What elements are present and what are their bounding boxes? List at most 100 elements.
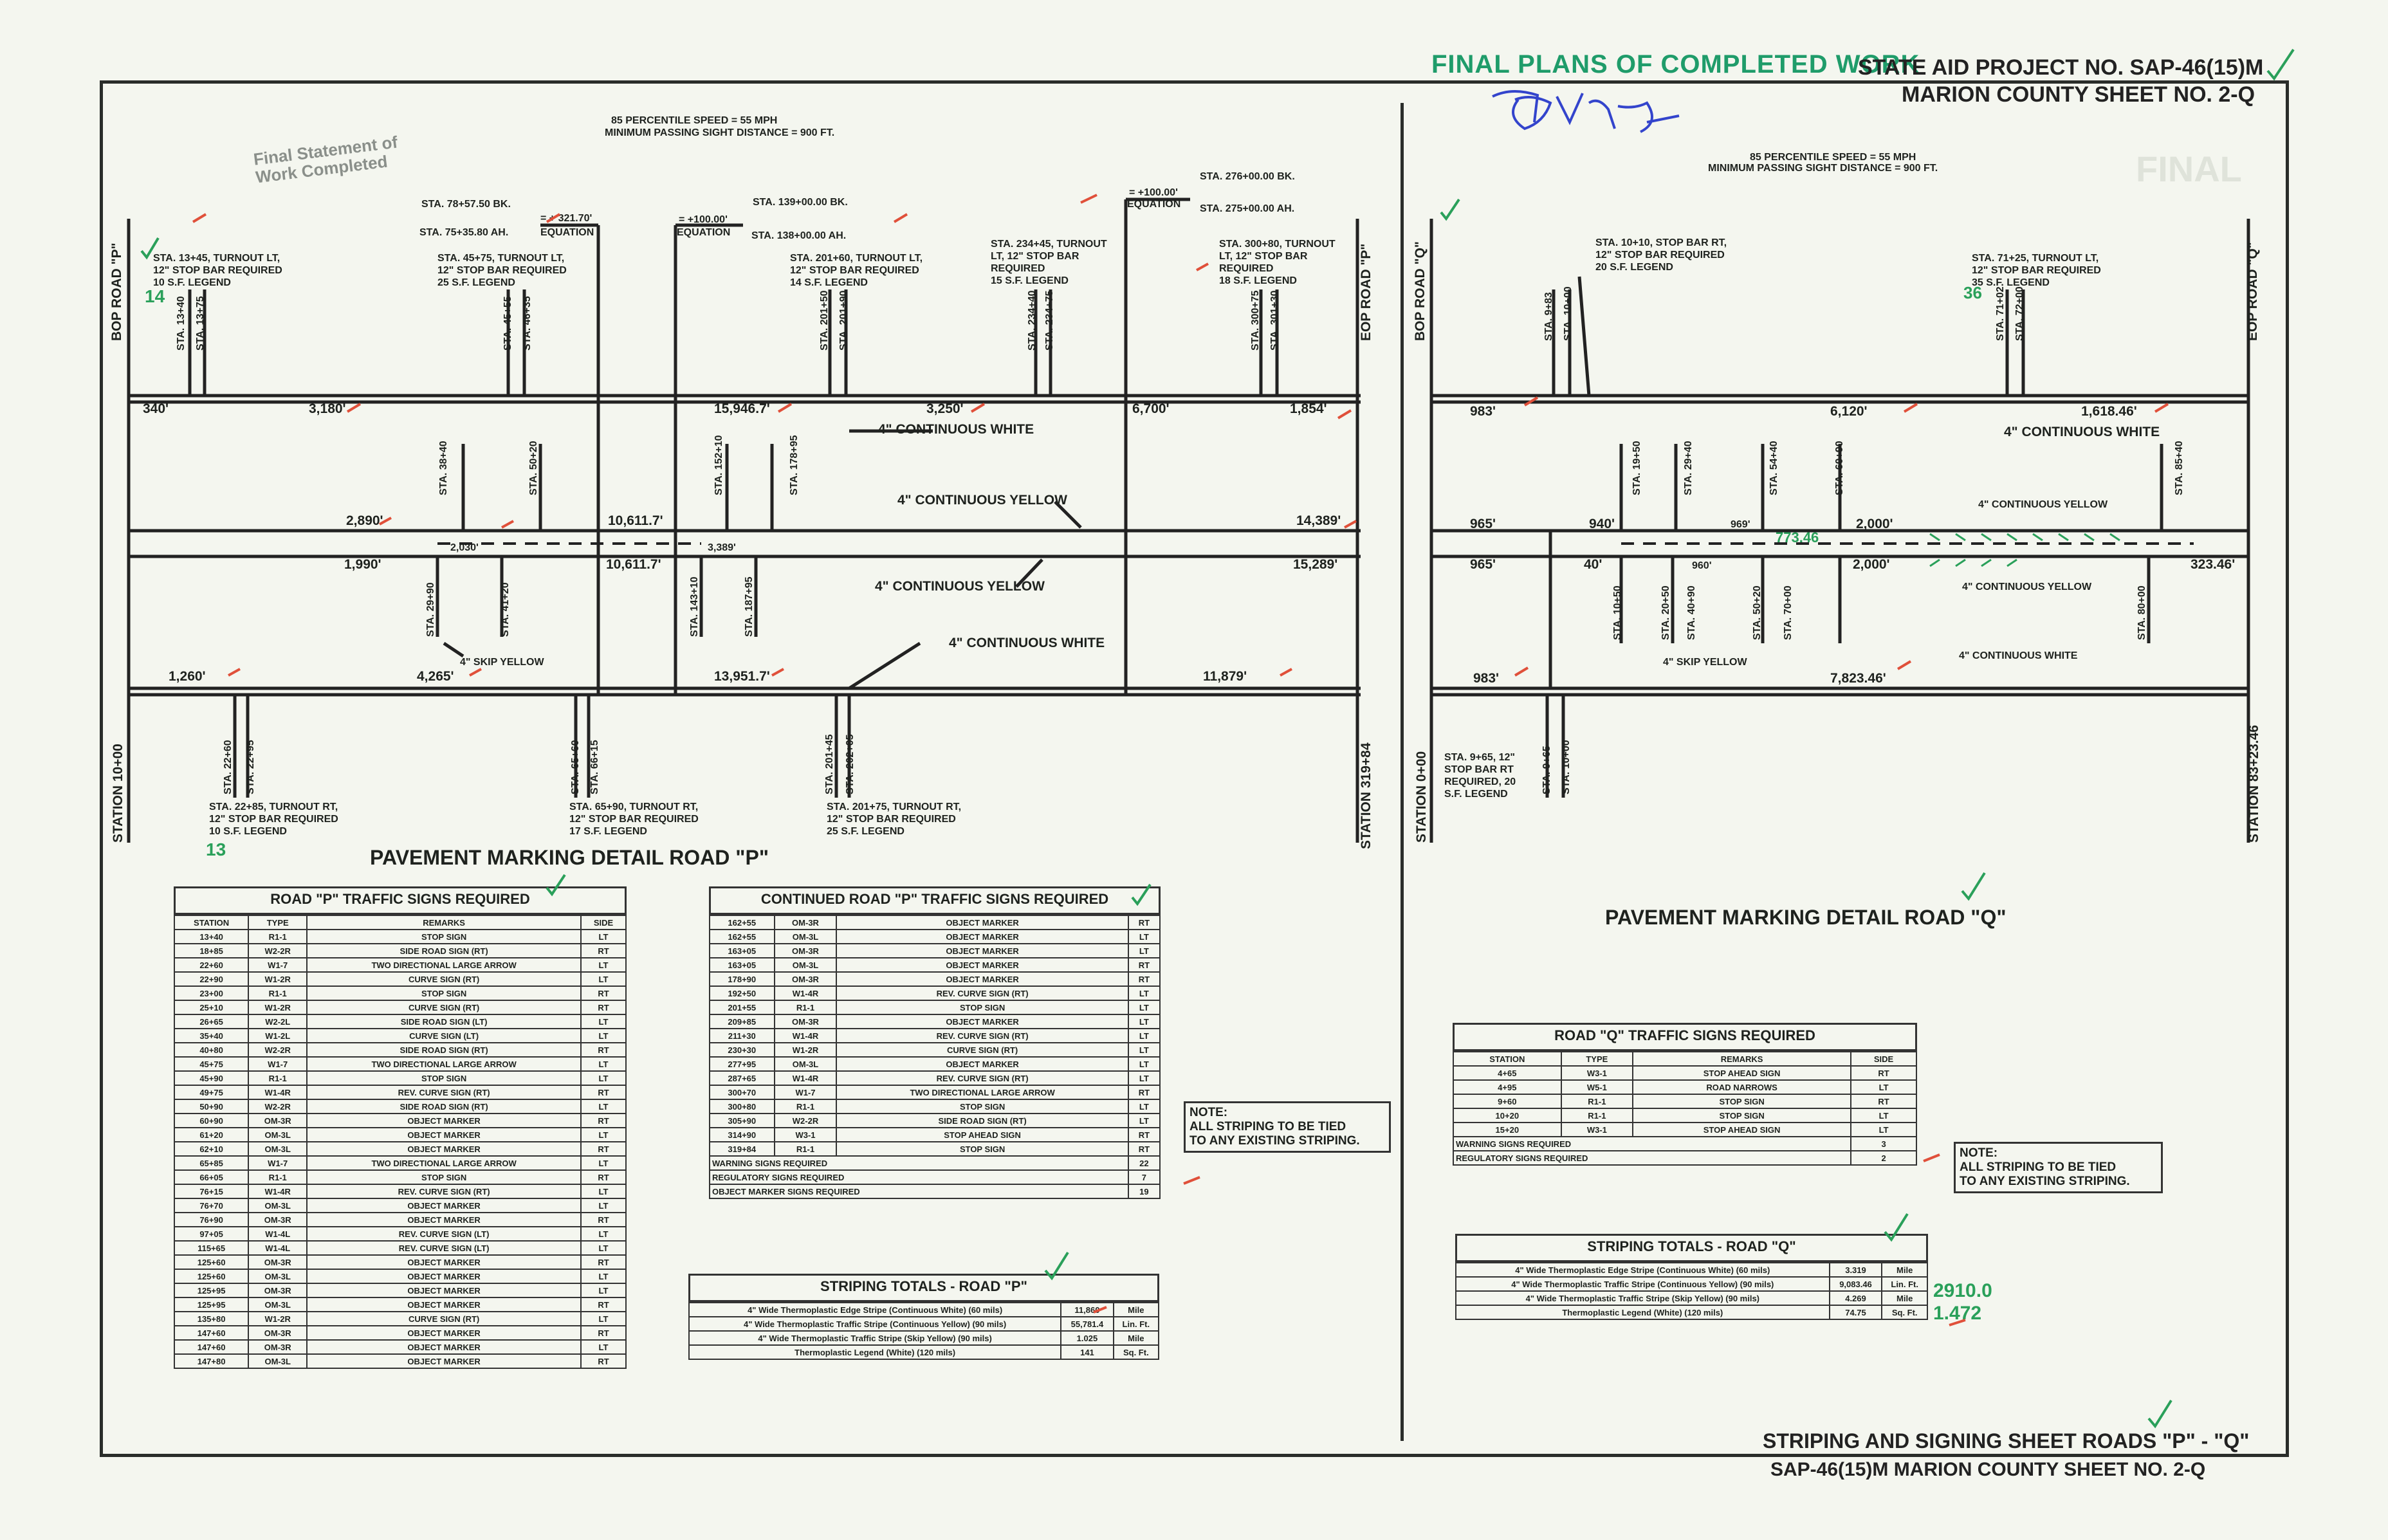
table-cell: TWO DIRECTIONAL LARGE ARROW (836, 1085, 1129, 1100)
table-cell: R1-1 (248, 985, 308, 1001)
table-cell: R1-1 (773, 1099, 838, 1114)
table-cell: 125+95 (173, 1283, 250, 1298)
totals-label: REGULATORY SIGNS REQUIRED (709, 1169, 1129, 1185)
signature (1492, 89, 1680, 133)
road-p-callout-2: STA. 45+75, TURNOUT LT, 12" STOP BAR REQ… (437, 253, 567, 288)
table-cell: 192+50 (709, 985, 775, 1001)
road-q-dim-8: 965' (1470, 557, 1496, 572)
table-cell: 3.319 (1828, 1262, 1883, 1278)
table-cell: W1-2R (773, 1042, 838, 1058)
table-cell: R1-1 (1560, 1094, 1634, 1109)
table-row: Thermoplastic Legend (White) (120 mils)7… (1455, 1305, 1928, 1320)
totals-value: 19 (1127, 1184, 1161, 1199)
table-cell: OM-3L (248, 1297, 308, 1312)
col-station: STATION (173, 915, 250, 930)
table-cell: OM-3R (773, 943, 838, 958)
table-cell: CURVE SIGN (RT) (306, 1000, 582, 1015)
table-cell: 45+75 (173, 1056, 250, 1072)
table-cell: LT (1127, 1099, 1161, 1114)
table-cell: SIDE ROAD SIGN (RT) (836, 1113, 1129, 1128)
table-cell: STOP SIGN (306, 1070, 582, 1086)
road-q-dim-7: 2,000' (1856, 517, 1893, 531)
table-cell: OM-3L (248, 1353, 308, 1369)
striping-p-title: STRIPING TOTALS - ROAD "P" (688, 1274, 1159, 1302)
table-cell: RT (1127, 1127, 1161, 1142)
table-cell: OM-3R (248, 1254, 308, 1270)
table-cell: Mile (1112, 1330, 1160, 1346)
table-cell: 15+20 (1453, 1122, 1562, 1137)
table-cell: R1-1 (1560, 1108, 1634, 1123)
road-q-dim-12: 323.46' (2191, 557, 2236, 572)
pm-detail-p-title: PAVEMENT MARKING DETAIL ROAD "P" (370, 846, 769, 869)
table-cell: LT (580, 1240, 627, 1256)
sheet-border (100, 80, 2289, 1457)
table-cell: W2-2R (248, 1099, 308, 1114)
eq1-bk: STA. 78+57.50 BK. (421, 199, 511, 210)
table-cell: STOP AHEAD SIGN (1632, 1122, 1852, 1137)
table-cell: REV. CURVE SIGN (RT) (836, 1028, 1129, 1043)
eq2-value: = +100.00' (679, 214, 728, 225)
table-cell: 9+60 (1453, 1094, 1562, 1109)
table-cell: LT (1127, 1113, 1161, 1128)
table-cell: REV. CURVE SIGN (RT) (836, 985, 1129, 1001)
table-cell: OBJECT MARKER (306, 1141, 582, 1157)
table-cell: 163+05 (709, 943, 775, 958)
table-row: 4" Wide Thermoplastic Traffic Stripe (Co… (1455, 1276, 1928, 1292)
eq3-ah: STA. 275+00.00 AH. (1200, 203, 1295, 214)
table-cell: LT (1127, 1028, 1161, 1043)
table-row: 4" Wide Thermoplastic Edge Stripe (Conti… (1455, 1262, 1928, 1278)
table-cell: W2-2R (248, 943, 308, 958)
table-cell: TWO DIRECTIONAL LARGE ARROW (306, 1155, 582, 1171)
table-cell: OM-3R (248, 1325, 308, 1341)
table-cell: OBJECT MARKER (306, 1254, 582, 1270)
note-q: NOTE: ALL STRIPING TO BE TIED TO ANY EXI… (1954, 1142, 2163, 1193)
road-q-label-cw1: 4" CONTINUOUS WHITE (2004, 425, 2160, 439)
striping-p-table: 4" Wide Thermoplastic Edge Stripe (Conti… (688, 1302, 1160, 1360)
eq2-bk: STA. 139+00.00 BK. (753, 197, 848, 208)
table-cell: SIDE ROAD SIGN (RT) (306, 1042, 582, 1058)
table-cell: RT (580, 1297, 627, 1312)
table-cell: R1-1 (773, 1141, 838, 1157)
table-cell: STOP SIGN (836, 1099, 1129, 1114)
eq1-label: EQUATION (540, 227, 594, 238)
table-cell: OBJECT MARKER (306, 1353, 582, 1369)
road-p-dim-12: 1,990' (344, 557, 381, 572)
road-p-callout-5: STA. 300+80, TURNOUT LT, 12" STOP BAR RE… (1219, 239, 1336, 286)
signs-p-cont-title: CONTINUED ROAD "P" TRAFFIC SIGNS REQUIRE… (709, 886, 1161, 915)
road-q-label-cy1: 4" CONTINUOUS YELLOW (1978, 499, 2108, 510)
table-cell: 162+55 (709, 915, 775, 930)
table-cell: 11,860 (1060, 1302, 1114, 1317)
table-cell: 65+85 (173, 1155, 250, 1171)
table-cell: Lin. Ft. (1112, 1316, 1160, 1332)
table-cell: W1-7 (248, 957, 308, 973)
road-p-dim-4: 3,250' (926, 401, 964, 416)
table-cell: RT (580, 943, 627, 958)
table-cell: 178+90 (709, 971, 775, 987)
table-cell: SIDE ROAD SIGN (RT) (306, 943, 582, 958)
road-p-label-skip-yellow: 4" SKIP YELLOW (460, 657, 544, 668)
table-cell: W2-2L (248, 1014, 308, 1029)
note-title: NOTE: (1960, 1146, 1998, 1160)
road-p-callout-1: STA. 13+45, TURNOUT LT, 12" STOP BAR REQ… (153, 253, 282, 288)
table-cell: LT (580, 1099, 627, 1114)
table-cell: 4+95 (1453, 1079, 1562, 1095)
table-cell: 201+55 (709, 1000, 775, 1015)
road-p-callout-7: STA. 65+90, TURNOUT RT, 12" STOP BAR REQ… (569, 802, 699, 837)
table-cell: LT (1127, 1000, 1161, 1015)
table-cell: RT (580, 1000, 627, 1015)
table-cell: 4" Wide Thermoplastic Traffic Stripe (Sk… (1455, 1290, 1830, 1306)
eq2-ah: STA. 138+00.00 AH. (751, 230, 847, 241)
